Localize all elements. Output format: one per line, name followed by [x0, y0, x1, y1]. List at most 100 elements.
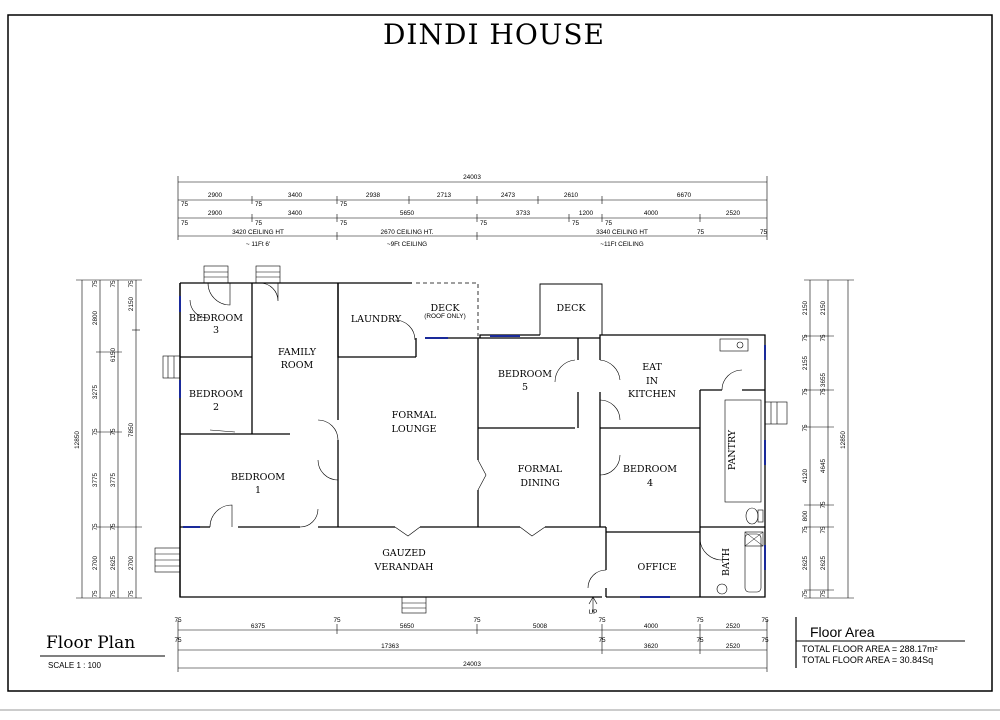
room-label-bedroom5-num: 5: [522, 382, 528, 393]
shower-cross: [744, 531, 764, 547]
kitchen-sink: [719, 338, 749, 352]
wall-dim: 75: [802, 590, 809, 598]
right-overall-dim: 12850: [840, 431, 847, 449]
wall-dim: 75: [340, 220, 348, 227]
room-label-verandah: GAUZED: [382, 548, 426, 559]
shower-box: [744, 531, 764, 547]
floor-area-metric: TOTAL FLOOR AREA = 288.17m²: [802, 644, 938, 654]
left-dim: 3775: [92, 472, 99, 487]
right-dim: 2625: [802, 555, 809, 570]
wall-dim: 75: [820, 388, 827, 396]
room-label-kitchen-2: IN: [646, 376, 658, 387]
ceiling-height-ft: ~ 11Ft 6': [246, 241, 270, 248]
wall-dim: 75: [761, 637, 769, 644]
door-swings: [189, 282, 743, 589]
room-label-lounge-2: LOUNGE: [392, 424, 437, 435]
top-dim: 3400: [288, 192, 303, 199]
top-dim: 6670: [677, 192, 692, 199]
room-label-lounge: FORMAL: [392, 410, 437, 421]
top-dim: 2610: [564, 192, 579, 199]
right-dim: 3655: [820, 372, 827, 387]
right-dim: 2150: [820, 300, 827, 315]
ceiling-height: 3340 CEILING HT: [596, 229, 648, 236]
bottom-dimensions: [177, 620, 768, 672]
wall-dim: 75: [181, 220, 189, 227]
left-dim: 2800: [92, 310, 99, 325]
left-dim: 6150: [110, 347, 117, 362]
bottom-dim: 2520: [726, 643, 741, 650]
top-dim: 2713: [437, 192, 452, 199]
right-dim: 4645: [820, 458, 827, 473]
room-label-bedroom3-num: 3: [213, 325, 219, 336]
room-label-kitchen-3: KITCHEN: [628, 389, 676, 400]
room-label-laundry: LAUNDRY: [351, 314, 402, 325]
left-dim: 3275: [92, 384, 99, 399]
pantry-shelves: [724, 399, 762, 503]
wall-dim: 75: [598, 637, 606, 644]
wall-dim: 75: [174, 617, 182, 624]
ceiling-height: 3420 CEILING HT: [232, 229, 284, 236]
top-dim: 2473: [501, 192, 516, 199]
wall-dim: 75: [181, 201, 189, 208]
wall-dim: 75: [92, 280, 99, 288]
bottom-overall-dim: 24003: [463, 661, 481, 668]
left-dim: 7850: [128, 422, 135, 437]
wall-dim: 75: [174, 637, 182, 644]
room-label-bedroom3: BEDROOM: [189, 313, 243, 324]
wall-dim: 75: [802, 424, 809, 432]
top-dim: 3733: [516, 210, 531, 217]
bottom-dim: 6375: [251, 623, 266, 630]
toilet-cistern: [757, 509, 764, 523]
bottom-dim: 2520: [726, 623, 741, 630]
top-dim: 1200: [579, 210, 594, 217]
wall-dim: 75: [110, 590, 117, 598]
left-dim: 2700: [92, 555, 99, 570]
windows: [179, 296, 766, 598]
left-dim: 3775: [110, 472, 117, 487]
room-label-bedroom4: BEDROOM: [623, 464, 677, 475]
bottom-dim: 4000: [644, 623, 659, 630]
bottom-dim: 3620: [644, 643, 659, 650]
top-dim: 2900: [208, 210, 223, 217]
wall-dim: 75: [820, 590, 827, 598]
wall-dim: 75: [255, 220, 263, 227]
left-dimensions: [76, 279, 142, 599]
room-label-bedroom2-num: 2: [213, 402, 219, 413]
room-label-bedroom4-num: 4: [647, 478, 653, 489]
right-dim: 2625: [820, 555, 827, 570]
top-dim: 2520: [726, 210, 741, 217]
left-overall-dim: 12850: [74, 431, 81, 449]
room-label-deck-roof: DECK: [431, 303, 461, 314]
top-dim: 2938: [366, 192, 381, 199]
drawing-title: DINDI HOUSE: [383, 18, 605, 51]
room-label-dining: FORMAL: [518, 464, 563, 475]
room-label-bedroom1: BEDROOM: [231, 472, 285, 483]
ceiling-height-ft: ~11Ft CEILING: [600, 241, 643, 248]
room-label-verandah-2: VERANDAH: [374, 562, 434, 573]
wall-dim: 75: [598, 617, 606, 624]
wall-dim: 75: [820, 501, 827, 509]
left-dim: 2700: [128, 555, 135, 570]
wall-dim: 75: [128, 590, 135, 598]
floor-area-squares: TOTAL FLOOR AREA = 30.84Sq: [802, 655, 933, 665]
bottom-dim: 17363: [381, 643, 399, 650]
right-dimensions: [804, 279, 854, 599]
sink-bowl: [736, 341, 744, 349]
sheet-border: [7, 14, 993, 692]
floor-area-title: Floor Area: [810, 624, 875, 640]
room-label-family-room: ROOM: [281, 360, 314, 371]
room-label-bedroom5: BEDROOM: [498, 369, 552, 380]
top-dim: 4000: [644, 210, 659, 217]
top-dim: 3400: [288, 210, 303, 217]
room-label-dining-2: DINING: [520, 478, 559, 489]
right-dim: 2150: [802, 300, 809, 315]
wall-dim: 75: [696, 617, 704, 624]
left-dim: 2150: [128, 296, 135, 311]
steps: [154, 265, 788, 614]
walls: [179, 282, 766, 598]
top-dim: 5650: [400, 210, 415, 217]
top-dim: 2900: [208, 192, 223, 199]
bottom-dim: 5008: [533, 623, 548, 630]
room-label-deck: DECK: [557, 303, 587, 314]
wall-dim: 75: [110, 428, 117, 436]
